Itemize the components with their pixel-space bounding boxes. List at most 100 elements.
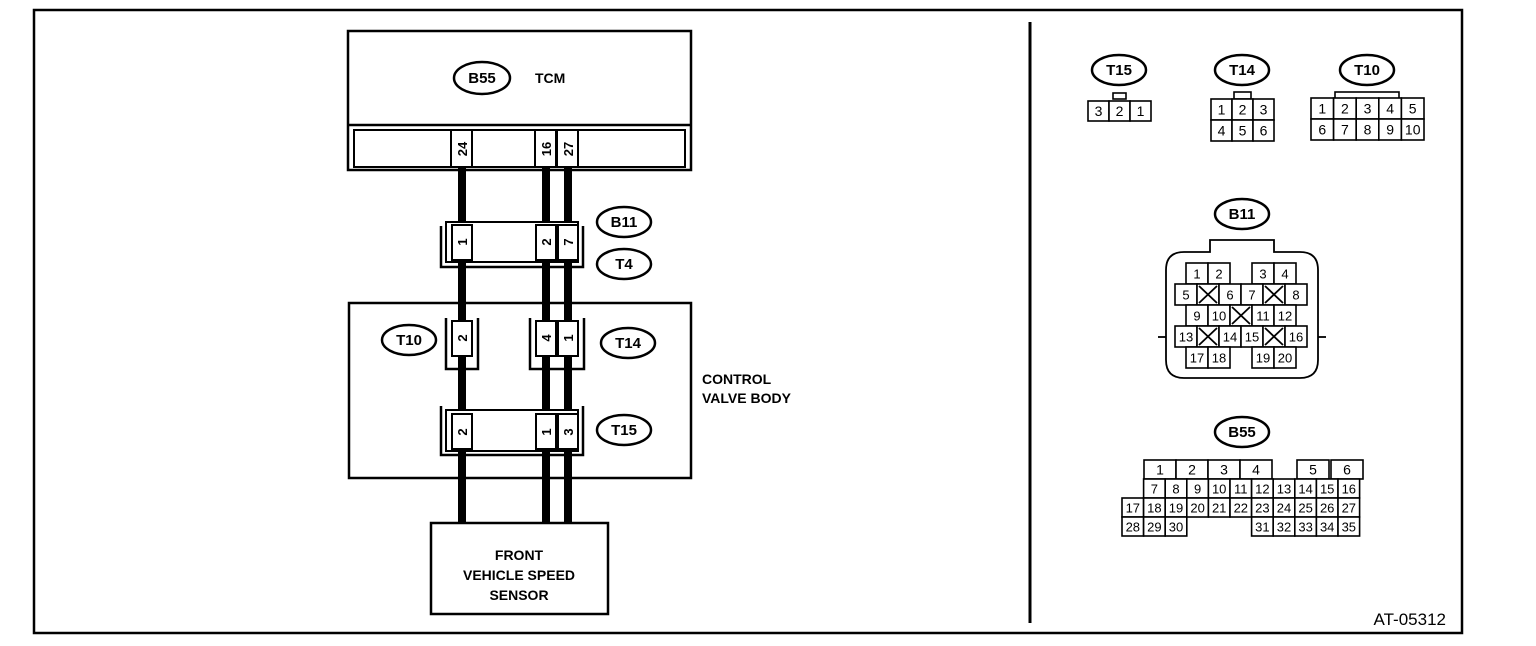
t14-face-pin-6: 6 — [1260, 123, 1268, 139]
b55-face-pin-27: 27 — [1342, 501, 1356, 516]
t15-face-cell — [1129, 100, 1152, 122]
b55-face-pin-5: 5 — [1309, 462, 1317, 478]
t10-face-pin-1: 1 — [1318, 101, 1326, 117]
b55-face-pin-12: 12 — [1255, 482, 1269, 497]
t10-label: T10 — [396, 332, 422, 349]
t10-face-pin-5: 5 — [1409, 101, 1417, 117]
b11-face-pin-3: 3 — [1259, 267, 1266, 282]
b55-face-pin-20: 20 — [1190, 501, 1204, 516]
b55-face-pin-30: 30 — [1169, 520, 1183, 535]
b55-face-pin-18: 18 — [1147, 501, 1161, 516]
t15-face-pin-2: 2 — [1116, 103, 1124, 119]
b55-face-oval — [1213, 415, 1271, 449]
sensor-label-line1: FRONT — [495, 547, 544, 563]
b55-face-pin-23: 23 — [1255, 501, 1269, 516]
b55-face-pin-6: 6 — [1343, 462, 1351, 478]
b11-face-pin-4: 4 — [1281, 267, 1288, 282]
t4-label: T4 — [615, 256, 633, 273]
b55-face-pin-28: 28 — [1126, 520, 1140, 535]
t15-face-pin-3: 3 — [1095, 103, 1103, 119]
b55-face-pin-19: 19 — [1169, 501, 1183, 516]
t10-face-label: T10 — [1354, 62, 1380, 79]
b11-pin-7: 7 — [561, 238, 576, 245]
t10-face-pin-2: 2 — [1341, 101, 1349, 117]
b55-face-pin-26: 26 — [1320, 501, 1334, 516]
outer-frame — [32, 8, 1464, 635]
t15-face-oval — [1090, 53, 1148, 87]
t14-face-pin-2: 2 — [1239, 102, 1247, 118]
b55-face-pin-8: 8 — [1172, 482, 1179, 497]
t14-face-pin-4: 4 — [1218, 123, 1226, 139]
b11-face-pin-7: 7 — [1248, 288, 1255, 303]
b11-face-pin-10: 10 — [1212, 309, 1226, 324]
b11-face-pin-11: 11 — [1256, 309, 1270, 324]
t15-pin-1: 1 — [539, 428, 554, 435]
t10-face-pin-10: 10 — [1405, 122, 1421, 138]
tcm-pin-24: 24 — [455, 141, 470, 156]
b55-face-cell — [1164, 516, 1188, 537]
t10-face-oval — [1338, 53, 1396, 87]
b11-face-pin-17: 17 — [1190, 351, 1204, 366]
control-valve-body: CONTROL VALVE BODY 2 T10 4 1 T14 2 1 3 T… — [347, 301, 792, 480]
t15-label: T15 — [611, 422, 637, 439]
b55-face-pin-2: 2 — [1188, 462, 1196, 478]
b11-face-pin-9: 9 — [1193, 309, 1200, 324]
b11-face-pin-12: 12 — [1278, 309, 1292, 324]
b11-face-blank-mark — [1198, 327, 1218, 346]
b55-face-pin-17: 17 — [1126, 501, 1140, 516]
b11-face-blank-mark — [1264, 327, 1284, 346]
b55-face-pin-1: 1 — [1156, 462, 1164, 478]
sensor-label-line3: SENSOR — [489, 587, 548, 603]
cvb-label-line1: CONTROL — [702, 371, 772, 387]
b11-face-oval — [1213, 197, 1271, 231]
t10-face-pin-8: 8 — [1364, 122, 1372, 138]
t14-face-label: T14 — [1229, 62, 1256, 79]
b11-pin-1: 1 — [455, 238, 470, 245]
b11-face-cell — [1207, 346, 1231, 369]
tcm-connector-label: B55 — [468, 70, 496, 87]
b55-face-pin-7: 7 — [1151, 482, 1158, 497]
b11-face-pin-19: 19 — [1256, 351, 1270, 366]
t15-face-label: T15 — [1106, 62, 1132, 79]
t10-face-pin-7: 7 — [1341, 122, 1349, 138]
t15-pin-2: 2 — [455, 428, 470, 435]
b11-pin-2: 2 — [539, 238, 554, 245]
t10-pin-2: 2 — [455, 334, 470, 341]
b55-face-pin-15: 15 — [1320, 482, 1334, 497]
b55-face-pin-3: 3 — [1220, 462, 1228, 478]
b55-face-pin-29: 29 — [1147, 520, 1161, 535]
b11-face-pin-16: 16 — [1289, 330, 1303, 345]
b55-face-pin-35: 35 — [1342, 520, 1356, 535]
t10-face-pin-9: 9 — [1386, 122, 1394, 138]
b55-face-label: B55 — [1228, 424, 1256, 441]
b11-face-pin-20: 20 — [1278, 351, 1292, 366]
b55-face-pin-9: 9 — [1194, 482, 1201, 497]
b11-label: B11 — [611, 214, 638, 231]
b11-t4-connector: 1 2 7 B11 T4 — [439, 205, 653, 281]
b55-face-pin-21: 21 — [1212, 501, 1226, 516]
b11-face-cell — [1273, 346, 1297, 369]
t14-face-oval — [1213, 53, 1271, 87]
b11-face-blank-mark — [1198, 285, 1218, 304]
b11-face-label: B11 — [1229, 206, 1256, 223]
b55-face-pin-16: 16 — [1342, 482, 1356, 497]
b55-oval — [452, 60, 512, 96]
t15-pin-3: 3 — [561, 428, 576, 435]
b55-face-pin-33: 33 — [1298, 520, 1312, 535]
b55-face-pin-32: 32 — [1277, 520, 1291, 535]
t14-face-cell — [1252, 119, 1275, 142]
b55-face-pin-4: 4 — [1252, 462, 1260, 478]
cvb-label-line2: VALVE BODY — [702, 390, 792, 406]
b11-face-pin-5: 5 — [1182, 288, 1189, 303]
t10-face-pin-6: 6 — [1318, 122, 1326, 138]
t15-face-latch — [1112, 92, 1127, 100]
tcm-pin-27: 27 — [561, 142, 576, 156]
figure-id: AT-05312 — [1374, 610, 1446, 629]
b55-face-pin-10: 10 — [1212, 482, 1226, 497]
tcm-label: TCM — [535, 70, 565, 86]
b11-face-pin-18: 18 — [1212, 351, 1226, 366]
b11-face-pin-2: 2 — [1215, 267, 1222, 282]
b11-face-blank-mark — [1231, 306, 1251, 325]
b55-face-pin-31: 31 — [1255, 520, 1269, 535]
